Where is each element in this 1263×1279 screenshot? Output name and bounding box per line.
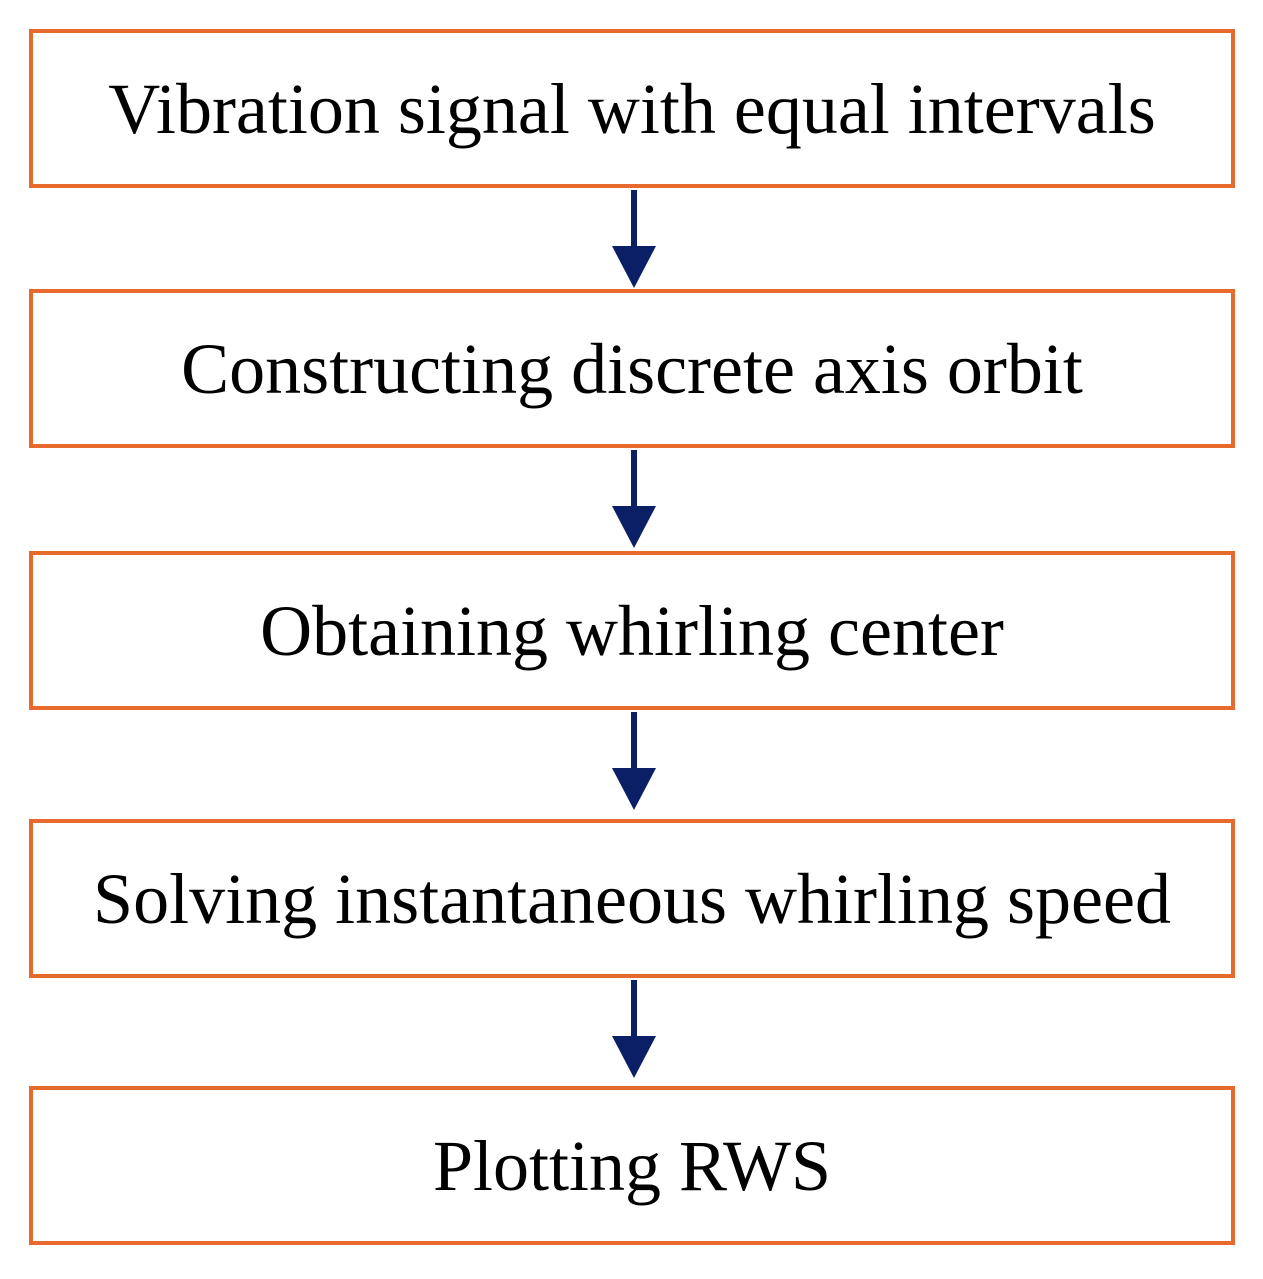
step-box-vibration-signal: Vibration signal with equal intervals xyxy=(29,29,1235,188)
step-box-discrete-axis-orbit: Constructing discrete axis orbit xyxy=(29,289,1235,448)
step-label: Solving instantaneous whirling speed xyxy=(93,858,1171,939)
step-label: Plotting RWS xyxy=(432,1125,832,1206)
step-box-whirling-speed: Solving instantaneous whirling speed xyxy=(29,819,1235,978)
down-arrow-icon xyxy=(606,712,662,812)
down-arrow-icon xyxy=(606,450,662,550)
down-arrow-icon xyxy=(606,190,662,290)
step-label: Obtaining whirling center xyxy=(260,590,1004,671)
down-arrow-icon xyxy=(606,980,662,1080)
step-label: Vibration signal with equal intervals xyxy=(108,68,1156,149)
step-box-whirling-center: Obtaining whirling center xyxy=(29,551,1235,710)
step-box-plotting-rws: Plotting RWS xyxy=(29,1086,1235,1245)
step-label: Constructing discrete axis orbit xyxy=(181,328,1083,409)
